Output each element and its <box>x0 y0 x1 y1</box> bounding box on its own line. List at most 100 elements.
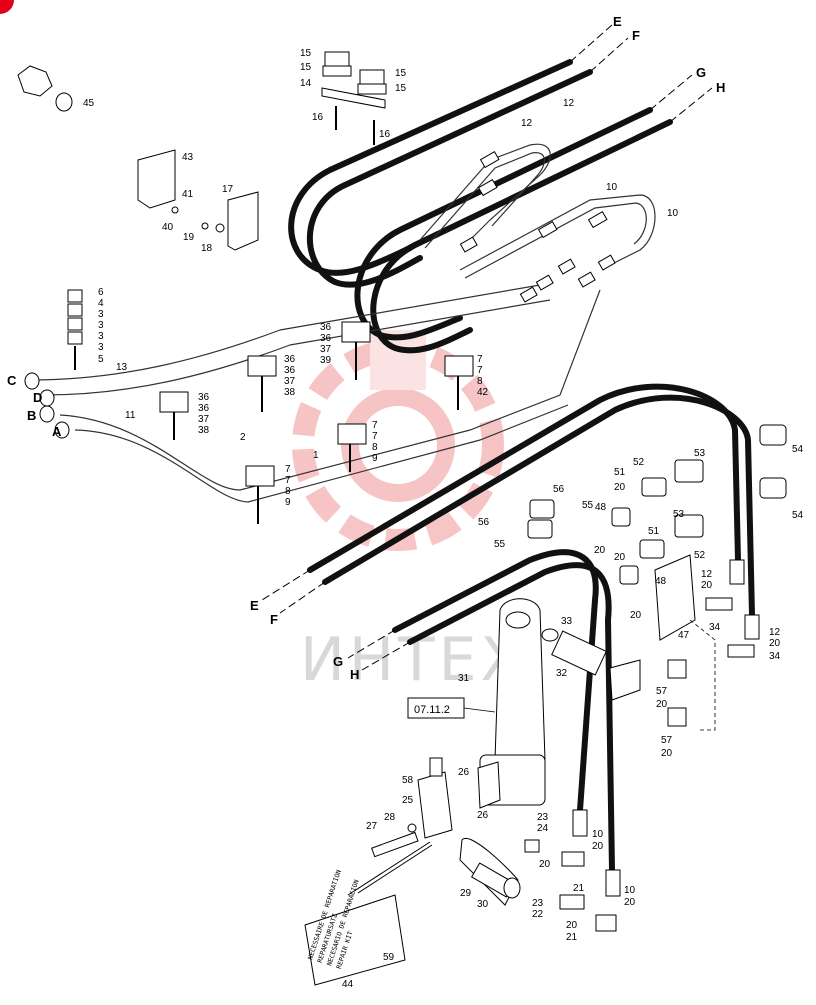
part-label: 7 <box>285 475 291 486</box>
part-label: 3 <box>98 331 104 342</box>
part-label: 1 <box>313 450 319 461</box>
part-label: 54 <box>792 510 804 521</box>
part-labels: 45 15 15 15 15 14 16 16 12 12 43 41 40 1… <box>83 48 804 990</box>
watermark-text: ИНТЕХ <box>300 625 526 695</box>
part-label: 26 <box>477 810 489 821</box>
part-label: 24 <box>537 823 549 834</box>
part-label: 20 <box>624 897 636 908</box>
part-label: 23 <box>537 812 549 823</box>
part-label: 55 <box>582 500 594 511</box>
dashed-service-lines <box>689 619 716 731</box>
part-label: 56 <box>478 517 490 528</box>
part-label: 36 <box>284 365 296 376</box>
letter-c: C <box>7 373 17 388</box>
letter-h-bottom: H <box>350 667 359 682</box>
part-label: 34 <box>769 651 781 662</box>
part-label: 20 <box>592 841 604 852</box>
part-label: 7 <box>372 420 378 431</box>
part-label: 23 <box>532 898 544 909</box>
part-label: 8 <box>477 376 483 387</box>
part-label: 7 <box>372 431 378 442</box>
part-label: 51 <box>648 526 660 537</box>
part-label: 22 <box>532 909 544 920</box>
part-label: 10 <box>606 182 618 193</box>
part-label: 8 <box>285 486 291 497</box>
part-label: 45 <box>83 98 95 109</box>
pipe-fittings <box>24 150 616 439</box>
letter-e-top: E <box>613 14 622 29</box>
part-label: 2 <box>240 432 246 443</box>
part-label: 39 <box>320 355 332 366</box>
part-label: 12 <box>701 569 713 580</box>
part-label: 28 <box>384 812 396 823</box>
part-label: 44 <box>342 979 354 990</box>
part-label: 42 <box>477 387 489 398</box>
part-label: 12 <box>521 118 533 129</box>
part-label: 16 <box>312 112 324 123</box>
reference-box-text: 07.11.2 <box>414 704 450 716</box>
part-label: 3 <box>98 309 104 320</box>
part-label: 55 <box>494 539 506 550</box>
letter-d: D <box>33 390 42 405</box>
part-label: 3 <box>98 342 104 353</box>
part-label: 19 <box>183 232 195 243</box>
part-label: 52 <box>633 457 645 468</box>
hydraulic-cylinder <box>479 598 641 806</box>
part-label: 5 <box>98 354 104 365</box>
hose-end-fittings <box>572 559 760 897</box>
part-label: 20 <box>614 482 626 493</box>
part-label: 10 <box>624 885 636 896</box>
part-label: 43 <box>182 152 194 163</box>
part-label: 12 <box>563 98 575 109</box>
part-label: 34 <box>709 622 721 633</box>
part-label: 10 <box>592 829 604 840</box>
part-label: 18 <box>201 243 213 254</box>
connection-letters: E F G H C D B A E F G H <box>7 14 725 682</box>
letter-h-top: H <box>716 80 725 95</box>
part-label: 14 <box>300 78 312 89</box>
lower-fittings <box>524 839 617 932</box>
part-label: 38 <box>284 387 296 398</box>
part-label: 3 <box>98 320 104 331</box>
part-label: 38 <box>198 425 210 436</box>
part-label: 12 <box>769 627 781 638</box>
part-label: 20 <box>539 859 551 870</box>
part-label: 59 <box>383 952 395 963</box>
repair-kit-sign: NECESSAIRE DE REPARATION REPARATURSATZ N… <box>304 841 433 986</box>
part-label: 20 <box>594 545 606 556</box>
part-label: 51 <box>614 467 626 478</box>
letter-e-bottom: E <box>250 598 259 613</box>
upper-hose-leaders <box>569 24 713 123</box>
part-label: 31 <box>458 673 470 684</box>
part-label: 20 <box>661 748 673 759</box>
part-label: 9 <box>285 497 291 508</box>
part-label: 47 <box>678 630 690 641</box>
part-label: 30 <box>477 899 489 910</box>
part-label: 4 <box>98 298 104 309</box>
part-label: 48 <box>595 502 607 513</box>
part-label: 36 <box>198 392 210 403</box>
part-label: 15 <box>395 83 407 94</box>
part-label: 36 <box>198 403 210 414</box>
letter-a: A <box>52 424 62 439</box>
part-label: 37 <box>284 376 296 387</box>
top-clamp-assembly <box>321 51 387 109</box>
part-label: 21 <box>573 883 585 894</box>
valve-block <box>371 757 521 906</box>
rigid-pipes <box>29 143 656 503</box>
part-label: 36 <box>320 322 332 333</box>
pipe-clamps <box>67 289 474 487</box>
part-label: 33 <box>561 616 573 627</box>
part-label: 26 <box>458 767 470 778</box>
part-label: 56 <box>553 484 565 495</box>
part-label: 29 <box>460 888 472 899</box>
part-label: 27 <box>366 821 378 832</box>
part-label: 8 <box>372 442 378 453</box>
right-fittings <box>527 424 787 727</box>
part-label: 11 <box>125 410 136 421</box>
part-label: 15 <box>300 62 312 73</box>
part-label: 25 <box>402 795 414 806</box>
part-label: 6 <box>98 287 104 298</box>
part-label: 48 <box>655 576 667 587</box>
